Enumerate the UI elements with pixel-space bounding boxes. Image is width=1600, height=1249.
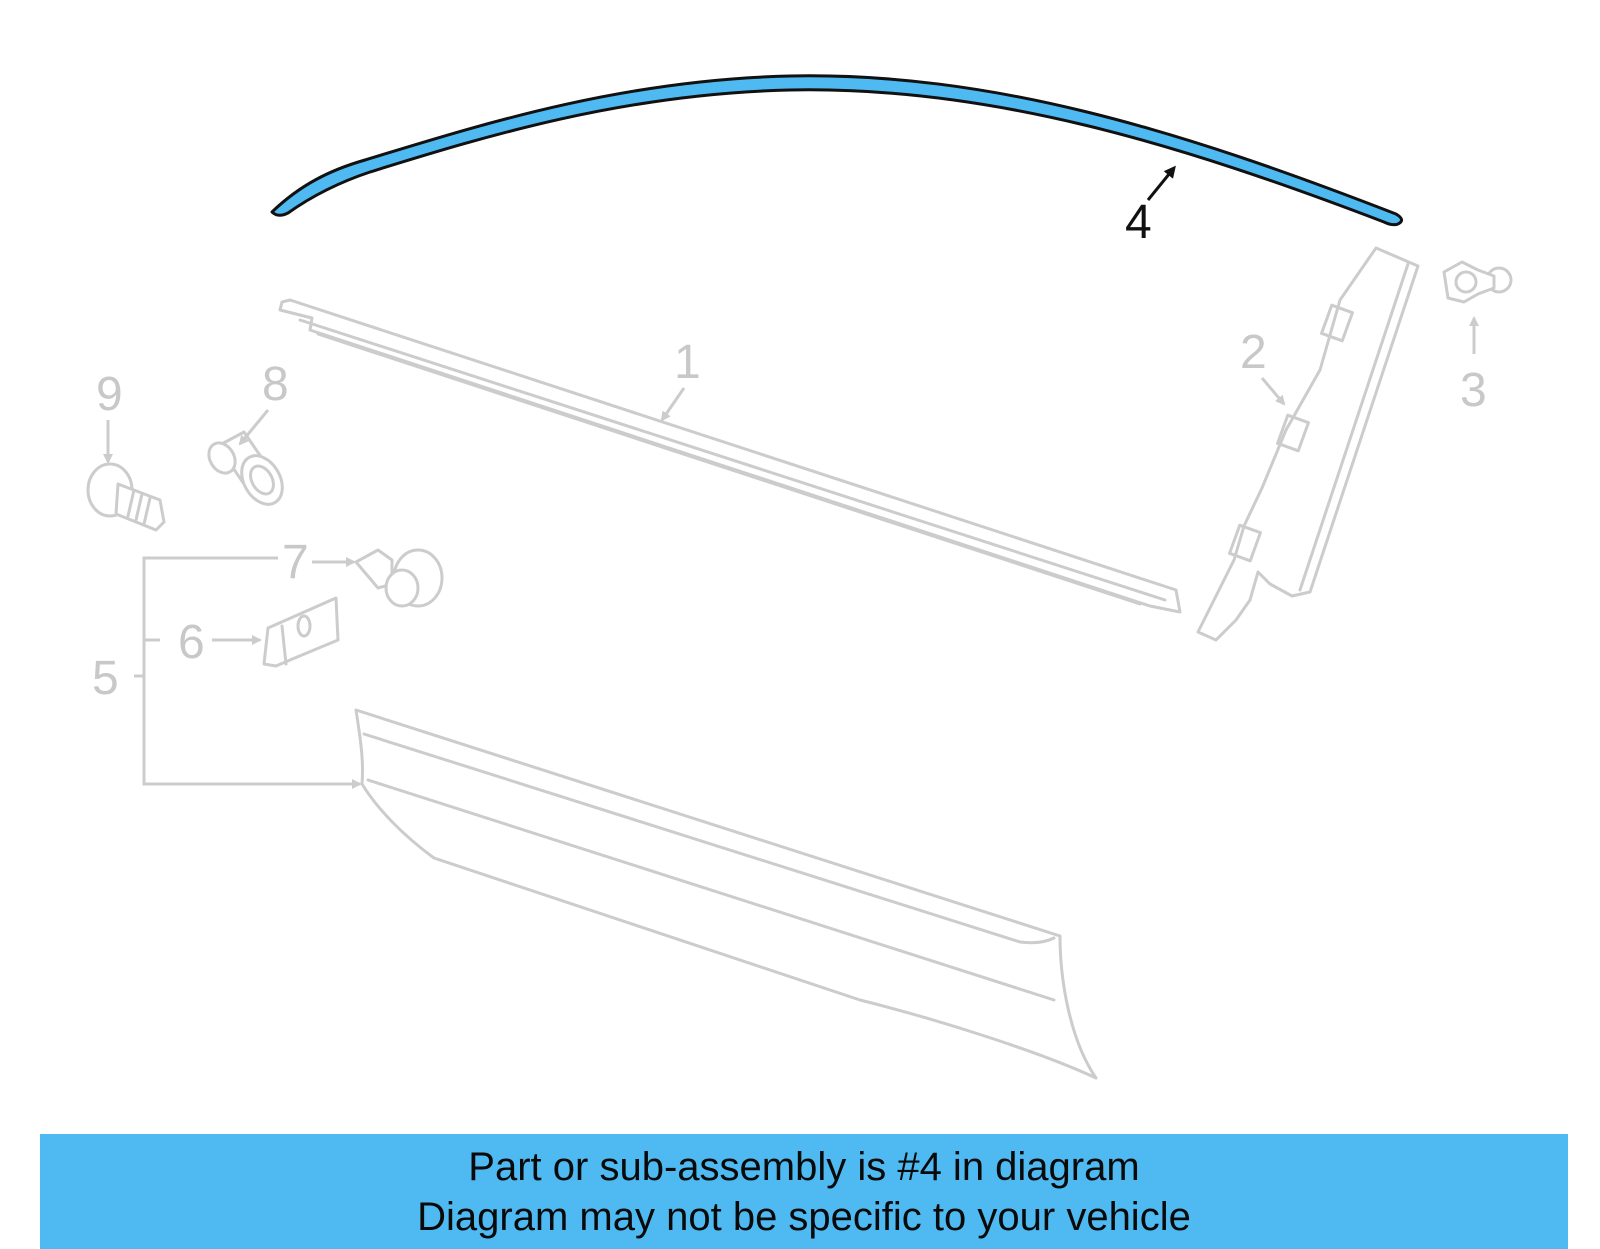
part-9-screw (86, 462, 166, 532)
callout-3-label: 3 (1460, 364, 1487, 417)
callout-1: 1 (660, 336, 701, 422)
callout-6-label: 6 (178, 616, 205, 669)
part-8-grommet (207, 430, 284, 506)
part-7-push-clip (354, 548, 444, 608)
callout-7-label: 7 (282, 536, 309, 589)
callout-9-label: 9 (96, 368, 123, 421)
callout-5-label: 5 (92, 652, 119, 705)
callout-5: 5 (92, 652, 119, 705)
callout-7: 7 (282, 536, 356, 589)
part-3-clip (1442, 260, 1513, 304)
callout-2-label: 2 (1240, 326, 1267, 379)
lower-door-molding (354, 708, 1098, 1080)
info-banner: Part or sub-assembly is #4 in diagram Di… (40, 1134, 1568, 1249)
callout-8: 8 (238, 358, 289, 446)
callout-2: 2 (1240, 326, 1286, 406)
callout-1-label: 1 (674, 336, 701, 389)
callout-8-label: 8 (262, 358, 289, 411)
part-6-bracket-clip (262, 596, 340, 668)
callout-3: 3 (1460, 316, 1487, 417)
banner-line-1: Part or sub-assembly is #4 in diagram (468, 1144, 1140, 1189)
part-4-roof-molding[interactable] (270, 74, 1403, 227)
callout-4: 4 (1125, 165, 1176, 249)
part-2-channel (1196, 246, 1420, 642)
callout-4-label: 4 (1125, 196, 1152, 249)
callout-6: 6 (178, 616, 262, 669)
part-1-belt-molding (278, 298, 1182, 614)
bracket-5 (134, 556, 362, 789)
callout-9: 9 (96, 368, 123, 464)
banner-line-2: Diagram may not be specific to your vehi… (417, 1194, 1191, 1239)
